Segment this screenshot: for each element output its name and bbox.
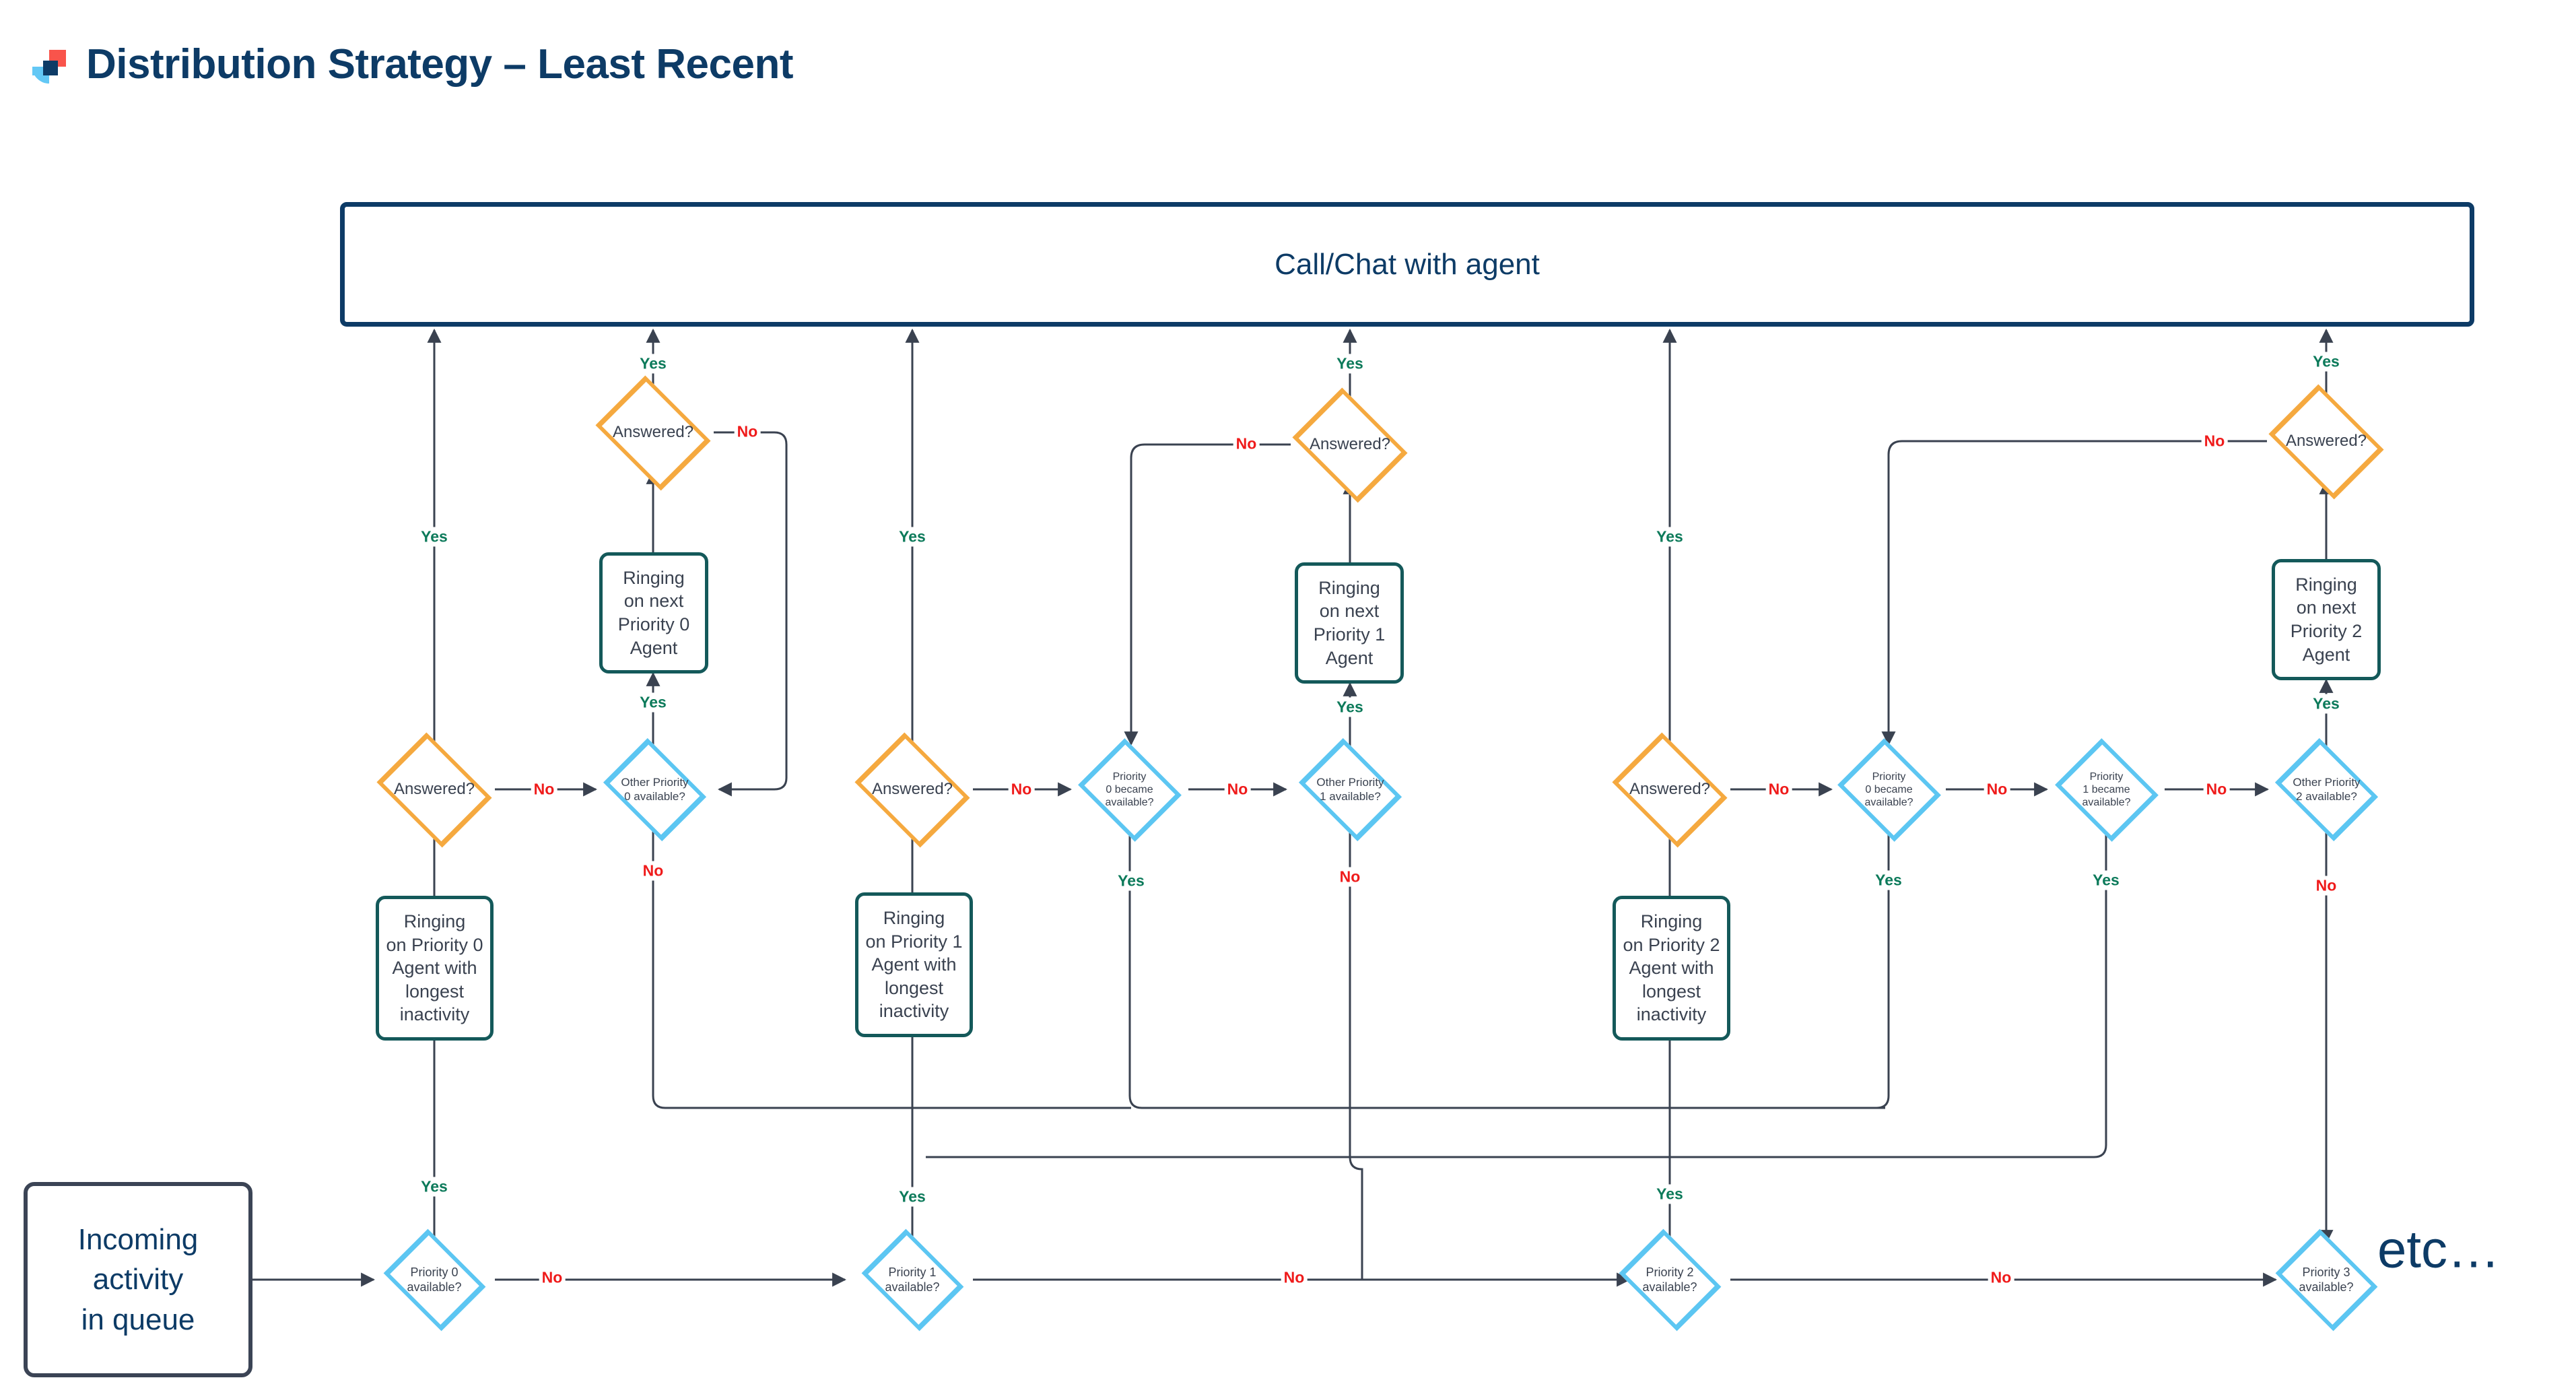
diamond-shape xyxy=(376,731,492,848)
process-label: Ringing on Priority 1 Agent with longest… xyxy=(865,908,963,1022)
edge-label-no: No xyxy=(1984,779,2010,799)
edge-label-no: No xyxy=(531,779,557,799)
start-label: Incoming activity in queue xyxy=(77,1222,199,1336)
diamond-shape xyxy=(383,1228,485,1332)
decision-priority-3-available[interactable]: Priority 3 available? xyxy=(2269,1228,2383,1332)
decision-priority-0-became-available-a[interactable]: Priority 0 became available? xyxy=(1071,737,1188,842)
diamond-shape xyxy=(1298,737,1402,842)
edge-label-yes: Yes xyxy=(1654,1184,1686,1204)
diamond-shape xyxy=(854,731,970,848)
node-ringing-priority-2-longest: Ringing on Priority 2 Agent with longest… xyxy=(1613,896,1730,1041)
diamond-shape xyxy=(1077,737,1182,842)
node-ringing-priority-0-longest: Ringing on Priority 0 Agent with longest… xyxy=(376,896,494,1041)
edge-label-no: No xyxy=(2201,431,2228,451)
decision-answered-2b[interactable]: Answered? xyxy=(2259,383,2394,500)
edge-label-yes: Yes xyxy=(418,1177,450,1197)
edge-label-no: No xyxy=(734,422,761,442)
edge-label-no: No xyxy=(640,861,667,881)
process-label: Ringing on next Priority 0 Agent xyxy=(617,567,690,658)
edge-label-yes: Yes xyxy=(1115,871,1147,891)
node-ringing-next-priority-2: Ringing on next Priority 2 Agent xyxy=(2272,559,2381,680)
decision-answered-0b[interactable]: Answered? xyxy=(586,374,720,491)
decision-other-priority-1-available[interactable]: Other Priority 1 available? xyxy=(1291,737,1409,842)
decision-answered-1b[interactable]: Answered? xyxy=(1283,387,1417,503)
node-ringing-priority-1-longest: Ringing on Priority 1 Agent with longest… xyxy=(855,892,973,1037)
diamond-shape xyxy=(1837,737,1941,842)
decision-priority-0-available[interactable]: Priority 0 available? xyxy=(377,1228,492,1332)
diamond-shape xyxy=(2268,383,2384,500)
edge-label-no: No xyxy=(1281,1268,1308,1288)
etc-label: etc… xyxy=(2377,1219,2501,1279)
decision-other-priority-2-available[interactable]: Other Priority 2 available? xyxy=(2268,737,2385,842)
diamond-shape xyxy=(1619,1228,1721,1332)
edge-label-no: No xyxy=(1336,867,1363,887)
edge-label-no: No xyxy=(1233,434,1260,454)
process-label: Ringing on next Priority 1 Agent xyxy=(1313,577,1386,668)
node-incoming-activity-in-queue: Incoming activity in queue xyxy=(24,1182,252,1377)
process-label: Ringing on Priority 0 Agent with longest… xyxy=(386,911,483,1025)
brand-logo-icon xyxy=(32,50,66,84)
process-label: Ringing on Priority 2 Agent with longest… xyxy=(1623,911,1720,1025)
node-ringing-next-priority-0: Ringing on next Priority 0 Agent xyxy=(599,552,708,673)
page-header: Distribution Strategy – Least Recent xyxy=(0,0,2576,121)
diamond-shape xyxy=(603,737,707,842)
edge-label-no: No xyxy=(1224,779,1251,799)
edge-label-yes: Yes xyxy=(1872,870,1905,890)
decision-answered-1[interactable]: Answered? xyxy=(845,731,980,848)
diamond-shape xyxy=(595,374,711,491)
edge-label-yes: Yes xyxy=(637,692,669,713)
edge-label-yes: Yes xyxy=(1334,354,1366,374)
node-ringing-next-priority-1: Ringing on next Priority 1 Agent xyxy=(1295,562,1404,684)
diamond-shape xyxy=(861,1228,963,1332)
decision-priority-0-became-available-b[interactable]: Priority 0 became available? xyxy=(1830,737,1948,842)
decision-priority-1-became-available[interactable]: Priority 1 became available? xyxy=(2047,737,2165,842)
edge-label-no: No xyxy=(1008,779,1035,799)
page-title: Distribution Strategy – Least Recent xyxy=(86,41,794,88)
decision-answered-0[interactable]: Answered? xyxy=(367,731,502,848)
edge-label-no: No xyxy=(1765,779,1792,799)
decision-other-priority-0-available[interactable]: Other Priority 0 available? xyxy=(596,737,714,842)
edge-label-yes: Yes xyxy=(2310,694,2342,714)
diamond-shape xyxy=(2275,1228,2377,1332)
diamond-shape xyxy=(2274,737,2379,842)
edge-label-yes: Yes xyxy=(418,527,450,547)
edge-label-yes: Yes xyxy=(637,354,669,374)
diamond-shape xyxy=(1612,731,1728,848)
diamond-shape xyxy=(2054,737,2159,842)
edge-label-yes: Yes xyxy=(1334,697,1366,717)
edge-label-yes: Yes xyxy=(2090,870,2122,890)
edge-label-no: No xyxy=(539,1268,566,1288)
decision-priority-1-available[interactable]: Priority 1 available? xyxy=(855,1228,970,1332)
edge-label-no: No xyxy=(2313,876,2340,896)
decision-answered-2[interactable]: Answered? xyxy=(1602,731,1737,848)
banner-call-chat-with-agent: Call/Chat with agent xyxy=(340,202,2474,327)
edge-label-yes: Yes xyxy=(2310,352,2342,372)
decision-priority-2-available[interactable]: Priority 2 available? xyxy=(1613,1228,1727,1332)
edge-label-no: No xyxy=(2203,779,2230,799)
process-label: Ringing on next Priority 2 Agent xyxy=(2290,574,2363,665)
diamond-shape xyxy=(1292,387,1408,503)
edge-label-no: No xyxy=(1988,1268,2014,1288)
edge-label-yes: Yes xyxy=(896,1187,928,1207)
banner-label: Call/Chat with agent xyxy=(1275,247,1540,281)
edge-label-yes: Yes xyxy=(1654,527,1686,547)
edge-label-yes: Yes xyxy=(896,527,928,547)
